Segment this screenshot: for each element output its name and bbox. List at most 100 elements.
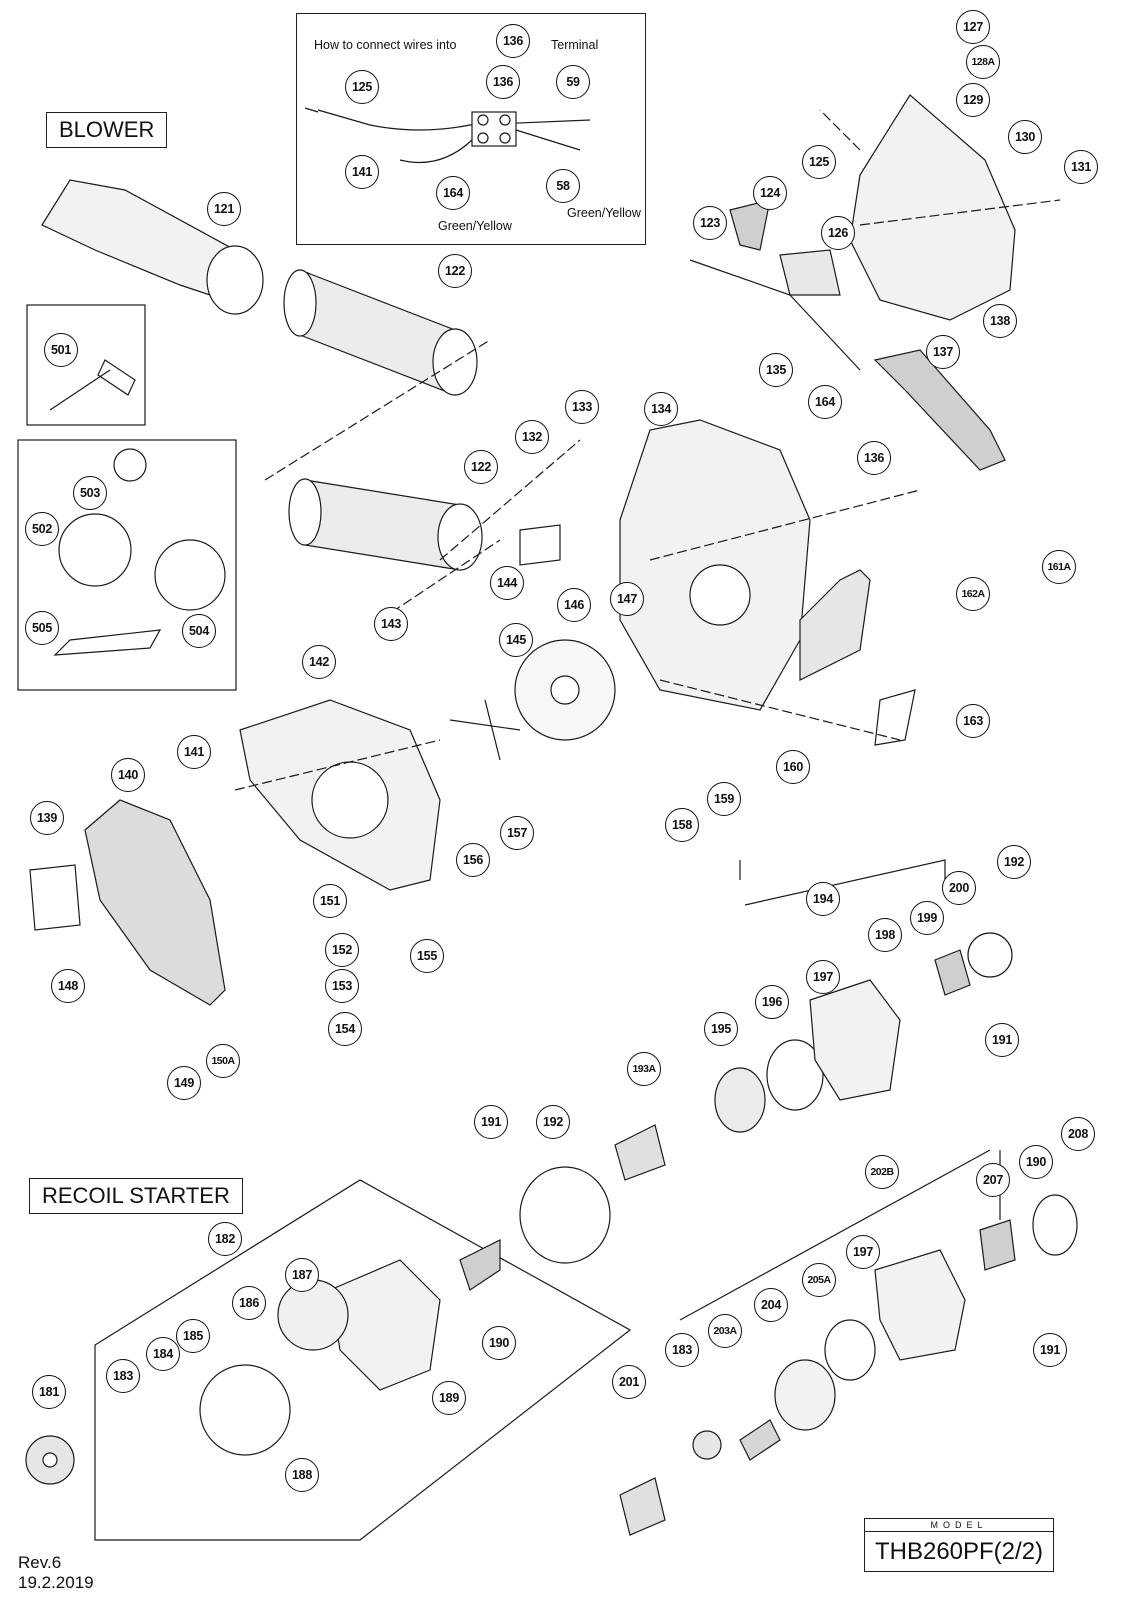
wiring-heading-terminal: Terminal xyxy=(551,38,599,52)
part-callout: 159 xyxy=(707,782,741,816)
part-callout: 143 xyxy=(374,607,408,641)
nozzle-ring xyxy=(206,245,264,315)
part-callout: 122 xyxy=(464,450,498,484)
part-callout: 502 xyxy=(25,512,59,546)
part-callout: 505 xyxy=(25,611,59,645)
tool-box-501 xyxy=(26,304,146,426)
part-callout: 183 xyxy=(665,1333,699,1367)
part-callout: 190 xyxy=(482,1326,516,1360)
part-callout: 205A xyxy=(802,1263,836,1297)
part-callout: 146 xyxy=(557,588,591,622)
part-callout: 156 xyxy=(456,843,490,877)
part-callout: 190 xyxy=(1019,1145,1053,1179)
part-callout: 196 xyxy=(755,985,789,1019)
revision-date: 19.2.2019 xyxy=(18,1573,94,1592)
part-callout: 207 xyxy=(976,1163,1010,1197)
part-callout: 155 xyxy=(410,939,444,973)
part-callout: 185 xyxy=(176,1319,210,1353)
wiring-callout: 59 xyxy=(556,65,590,99)
part-callout: 154 xyxy=(328,1012,362,1046)
part-callout: 130 xyxy=(1008,120,1042,154)
part-callout: 162A xyxy=(956,577,990,611)
tool-box-502-505 xyxy=(17,439,237,691)
part-callout: 129 xyxy=(956,83,990,117)
part-callout: 135 xyxy=(759,353,793,387)
wiring-callout: 58 xyxy=(546,169,580,203)
part-callout: 181 xyxy=(32,1375,66,1409)
wiring-callout: 125 xyxy=(345,70,379,104)
part-callout: 191 xyxy=(985,1023,1019,1057)
part-callout: 192 xyxy=(997,845,1031,879)
wire-label-green-yellow-right: Green/Yellow xyxy=(567,206,641,220)
part-callout: 132 xyxy=(515,420,549,454)
part-callout: 204 xyxy=(754,1288,788,1322)
part-callout: 202B xyxy=(865,1155,899,1189)
part-callout: 208 xyxy=(1061,1117,1095,1151)
part-callout: 142 xyxy=(302,645,336,679)
part-callout: 126 xyxy=(821,216,855,250)
part-callout: 137 xyxy=(926,335,960,369)
wiring-callout: 164 xyxy=(436,176,470,210)
part-callout: 122 xyxy=(438,254,472,288)
part-callout: 136 xyxy=(857,441,891,475)
wiring-inset xyxy=(296,13,646,245)
part-callout: 138 xyxy=(983,304,1017,338)
part-callout: 191 xyxy=(474,1105,508,1139)
part-callout: 164 xyxy=(808,385,842,419)
wire-label-green-yellow-left: Green/Yellow xyxy=(438,219,512,233)
part-callout: 187 xyxy=(285,1258,319,1292)
part-callout: 182 xyxy=(208,1222,242,1256)
revision-info: Rev.6 19.2.2019 xyxy=(18,1553,94,1593)
part-callout: 127 xyxy=(956,10,990,44)
tube-lower xyxy=(304,479,461,571)
section-title-blower: BLOWER xyxy=(46,112,168,148)
part-callout: 189 xyxy=(432,1381,466,1415)
part-callout: 144 xyxy=(490,566,524,600)
part-callout: 149 xyxy=(167,1066,201,1100)
part-callout: 198 xyxy=(868,918,902,952)
section-title-recoil-starter: RECOIL STARTER xyxy=(29,1178,243,1214)
part-callout: 128A xyxy=(966,45,1000,79)
model-number: THB260PF(2/2) xyxy=(874,1538,1044,1565)
wiring-heading-callout: 136 xyxy=(496,24,530,58)
part-callout: 140 xyxy=(111,758,145,792)
handle-part xyxy=(873,349,1006,471)
revision-number: Rev.6 xyxy=(18,1553,62,1572)
part-callout: 139 xyxy=(30,801,64,835)
part-callout: 150A xyxy=(206,1044,240,1078)
part-callout: 183 xyxy=(106,1359,140,1393)
nozzle-part xyxy=(41,179,236,301)
part-callout: 504 xyxy=(182,614,216,648)
part-callout: 121 xyxy=(207,192,241,226)
part-callout: 148 xyxy=(51,969,85,1003)
part-callout: 145 xyxy=(499,623,533,657)
part-callout: 160 xyxy=(776,750,810,784)
part-callout: 191 xyxy=(1033,1333,1067,1367)
part-callout: 201 xyxy=(612,1365,646,1399)
part-callout: 147 xyxy=(610,582,644,616)
wiring-callout: 141 xyxy=(345,155,379,189)
part-callout: 184 xyxy=(146,1337,180,1371)
part-callout: 193A xyxy=(627,1052,661,1086)
part-callout: 200 xyxy=(942,871,976,905)
part-callout: 151 xyxy=(313,884,347,918)
part-callout: 141 xyxy=(177,735,211,769)
model-box: MODEL THB260PF(2/2) xyxy=(864,1518,1054,1572)
terminal-block xyxy=(471,111,517,147)
part-callout: 153 xyxy=(325,969,359,1003)
part-callout: 152 xyxy=(325,933,359,967)
part-callout: 134 xyxy=(644,392,678,426)
part-callout: 501 xyxy=(44,333,78,367)
part-callout: 503 xyxy=(73,476,107,510)
part-callout: 186 xyxy=(232,1286,266,1320)
wiring-callout: 136 xyxy=(486,65,520,99)
part-callout: 163 xyxy=(956,704,990,738)
part-callout: 124 xyxy=(753,176,787,210)
engine-cover xyxy=(849,94,1016,321)
wiring-heading: How to connect wires into xyxy=(314,38,457,52)
part-callout: 194 xyxy=(806,882,840,916)
outer-cover xyxy=(84,799,226,1006)
part-callout: 158 xyxy=(665,808,699,842)
part-callout: 131 xyxy=(1064,150,1098,184)
